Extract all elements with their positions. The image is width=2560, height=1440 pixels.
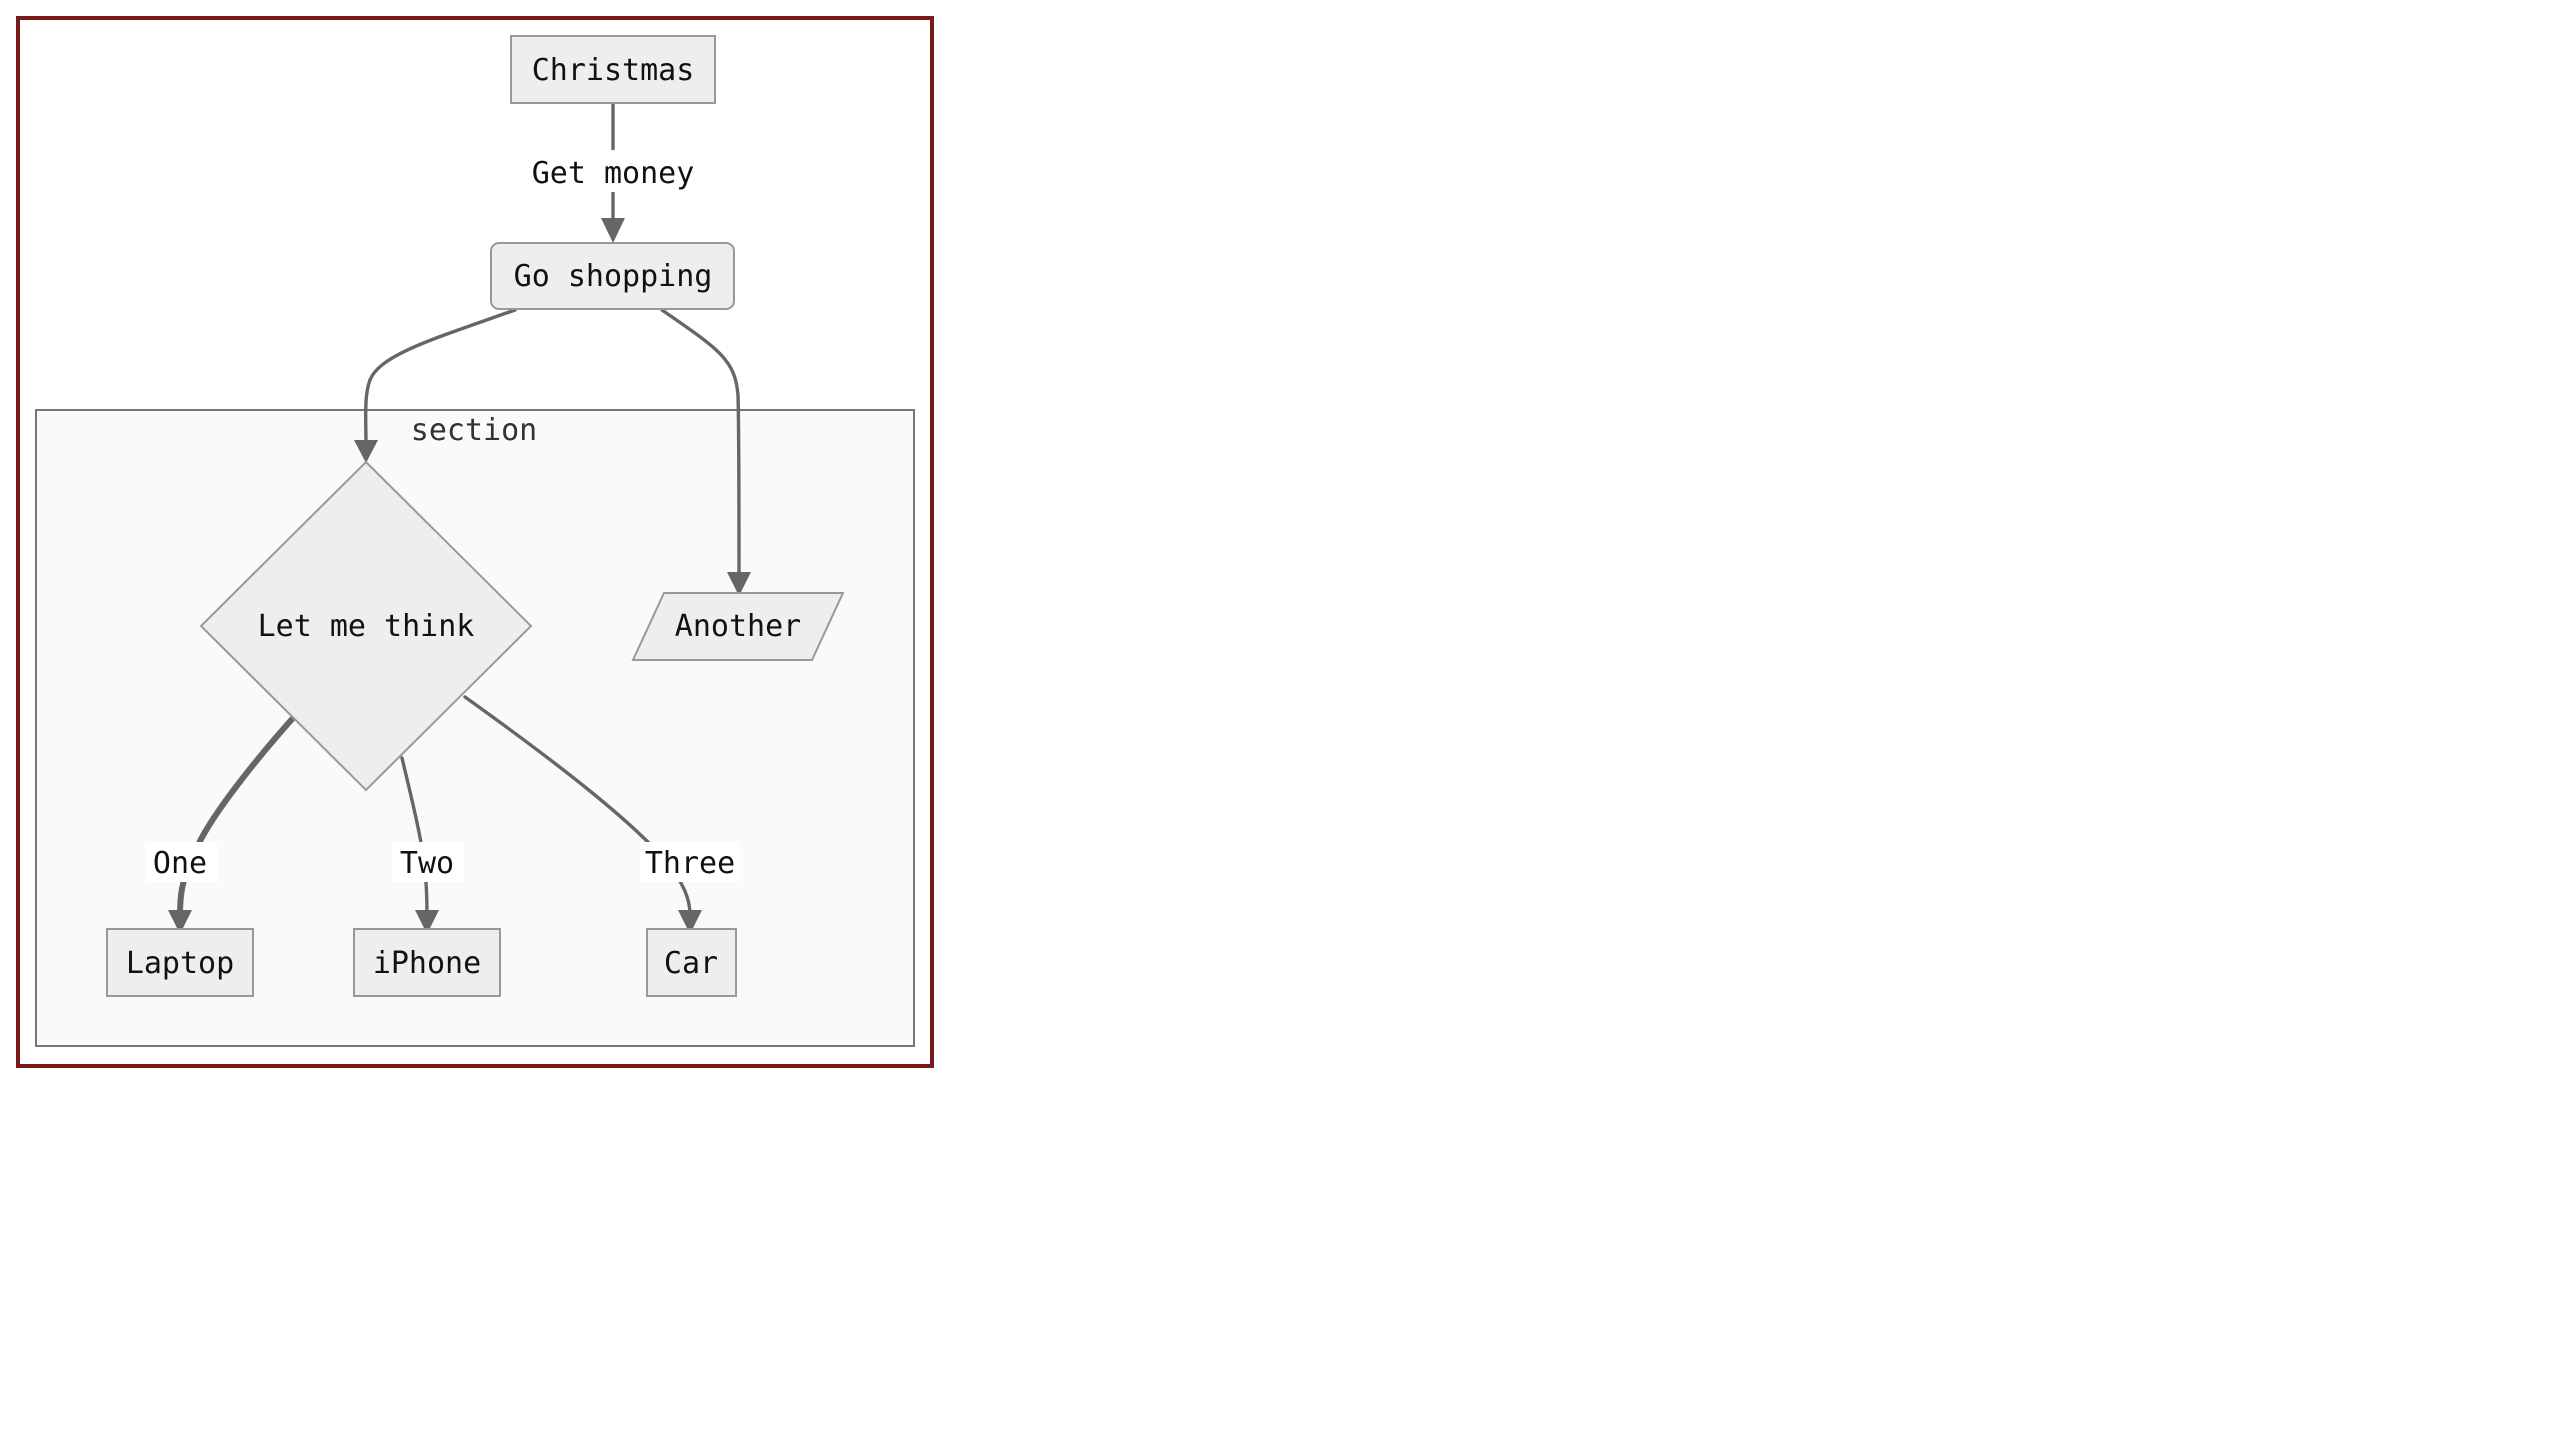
node-laptop-label: Laptop [126, 946, 234, 981]
edge-label-bg-two [392, 842, 464, 882]
node-let-me-think-label: Let me think [258, 609, 475, 644]
node-go-shopping-label: Go shopping [514, 259, 713, 294]
node-laptop-box [106, 928, 254, 997]
edge-label-three: Three [645, 846, 735, 881]
node-car-box [646, 928, 737, 997]
edge-go-shopping-to-another [660, 308, 741, 577]
node-laptop[interactable]: Laptop [106, 928, 254, 997]
node-let-me-think[interactable]: Let me think [199, 460, 533, 792]
edge-let-me-think-to-laptop [177, 715, 296, 918]
edges: Get money One Two Three [145, 103, 751, 934]
node-go-shopping-box [490, 242, 735, 310]
node-iphone-label: iPhone [373, 946, 481, 981]
edge-christmas-arrowhead [601, 218, 625, 243]
edge-let-me-think-to-car [463, 695, 692, 917]
edge-label-bg-get-money [522, 150, 704, 192]
node-another[interactable]: Another [631, 592, 845, 661]
edge-iphone-arrowhead [415, 910, 439, 934]
edge-let-me-think-arrowhead [354, 440, 378, 463]
edge-label-get-money: Get money [532, 156, 695, 191]
node-iphone-box [353, 928, 501, 997]
node-car[interactable]: Car [646, 928, 737, 997]
edge-label-bg-three [640, 842, 740, 882]
edge-label-bg-one [145, 842, 217, 882]
edge-laptop-arrowhead [168, 910, 192, 934]
node-iphone[interactable]: iPhone [353, 928, 501, 997]
edge-another-arrowhead [727, 572, 751, 596]
node-christmas-label: Christmas [532, 53, 695, 88]
node-go-shopping[interactable]: Go shopping [490, 242, 735, 310]
node-another-parallelogram [631, 592, 845, 661]
node-christmas-box [510, 35, 716, 104]
diagram-frame [16, 16, 934, 1068]
node-christmas[interactable]: Christmas [510, 35, 716, 104]
edge-label-one: One [153, 846, 207, 881]
node-let-me-think-diamond [199, 460, 533, 792]
edge-car-arrowhead [678, 910, 702, 934]
node-another-label: Another [675, 609, 801, 644]
node-car-label: Car [664, 946, 718, 981]
edge-label-two: Two [400, 846, 454, 881]
edge-go-shopping-to-let-me-think [363, 308, 517, 447]
cluster-section-title: section [411, 413, 537, 448]
